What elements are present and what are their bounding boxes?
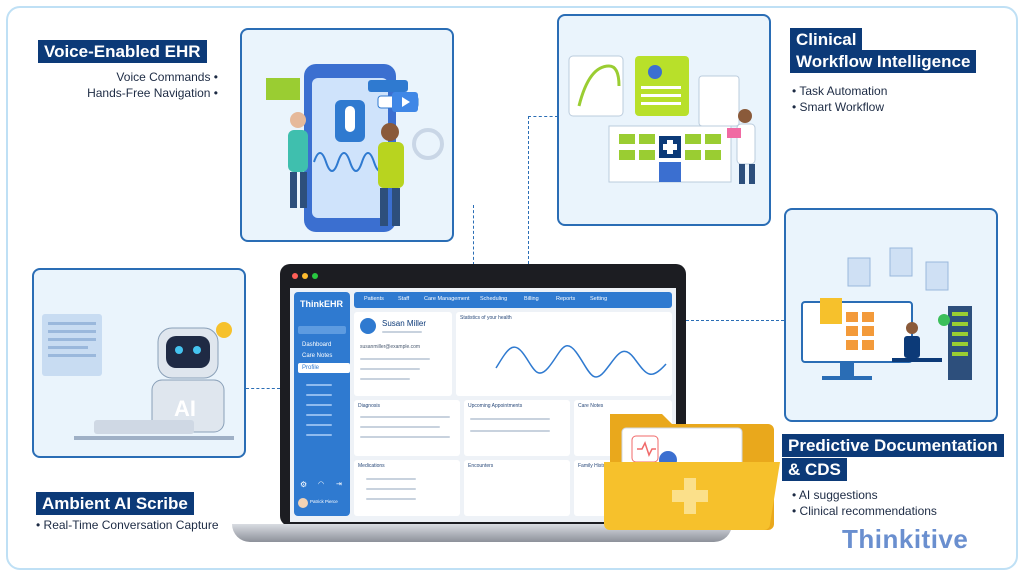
patient-profile-panel: Susan Miller susanmiller@example.com: [354, 312, 452, 396]
appointments-line-1: [470, 418, 550, 420]
window-maximize-dot: [312, 273, 318, 279]
diagnosis-panel: Diagnosis: [354, 400, 460, 456]
clinical-illustration: [568, 55, 756, 184]
voice-item-1: Voice Commands •: [116, 70, 218, 84]
wifi-icon: ◠: [318, 481, 325, 488]
clinical-item-2: • Smart Workflow: [792, 100, 884, 114]
patient-detail-2: [360, 368, 420, 370]
medications-line-3: [366, 498, 416, 500]
voice-ehr-card: [240, 28, 454, 242]
settings-icon[interactable]: ⚙: [300, 480, 308, 489]
predictive-item-2: • Clinical recommendations: [792, 504, 937, 518]
ehr-logo: ThinkEHR: [300, 299, 344, 309]
user-name: Patrick Pierce: [310, 499, 338, 504]
health-statistics-title: Statistics of your health: [460, 315, 512, 321]
nav-tab-staff[interactable]: Staff: [398, 296, 410, 302]
ehr-top-nav: Patients Staff Care Management Schedulin…: [354, 292, 672, 308]
diagnosis-line-2: [360, 426, 440, 428]
diagnosis-line-1: [360, 416, 450, 418]
voice-ehr-title: Voice-Enabled EHR: [38, 40, 207, 63]
encounters-panel: Encounters: [464, 460, 570, 516]
nav-tab-scheduling[interactable]: Scheduling: [480, 296, 508, 302]
thinkitive-logo: Thinkitive: [842, 524, 969, 554]
health-statistics-sparkline: [495, 345, 667, 378]
sidebar-placeholder-3: [306, 404, 332, 406]
ehr-sidebar: ThinkEHR Dashboard Care Notes Profile ⚙ …: [294, 292, 350, 516]
avatar: [298, 498, 308, 508]
diagnosis-line-3: [360, 436, 450, 438]
scribe-illustration: AI: [42, 314, 234, 440]
sidebar-placeholder-1: [306, 384, 332, 386]
family-history-title: Family History: [578, 463, 610, 469]
patient-name: Susan Miller: [382, 319, 427, 328]
nav-tab-billing[interactable]: Billing: [524, 296, 539, 302]
patient-avatar: [360, 318, 376, 334]
sidebar-placeholder-4: [306, 414, 332, 416]
diagnosis-title: Diagnosis: [358, 403, 380, 409]
ambient-ai-scribe-card: AI: [32, 268, 246, 458]
connector-clinical-v: [528, 116, 529, 264]
medications-line-1: [366, 478, 416, 480]
medications-panel: Medications: [354, 460, 460, 516]
nav-tab-setting[interactable]: Setting: [590, 296, 608, 302]
sidebar-placeholder-2: [306, 394, 332, 396]
patient-email: susanmiller@example.com: [360, 344, 421, 350]
predictive-title-line2: & CDS: [782, 458, 847, 481]
appointments-title: Upcoming Appointments: [468, 403, 523, 409]
sidebar-item-dashboard[interactable]: Dashboard: [302, 342, 332, 348]
nav-tab-reports[interactable]: Reports: [556, 296, 576, 302]
clinical-title-line1: Clinical: [790, 28, 863, 51]
predictive-illustration: [801, 247, 972, 380]
patient-detail-3: [360, 378, 410, 380]
encounters-title: Encounters: [468, 463, 494, 469]
predictive-item-1: • AI suggestions: [792, 488, 878, 502]
voice-illustration: [266, 64, 444, 232]
health-statistics-panel: Statistics of your health: [456, 312, 672, 396]
sidebar-placeholder-6: [306, 434, 332, 436]
care-notes-title: Care Notes: [578, 403, 604, 409]
ehr-search-input[interactable]: [298, 326, 346, 334]
predictive-title-line1: Predictive Documentation: [782, 434, 1004, 457]
connector-predictive: [686, 320, 784, 321]
scribe-item-1: • Real-Time Conversation Capture: [36, 518, 219, 532]
clinical-workflow-card: [557, 14, 771, 226]
predictive-documentation-card: [784, 208, 998, 422]
medications-line-2: [366, 488, 416, 490]
robot-ai-label: AI: [174, 396, 196, 421]
appointments-line-2: [470, 430, 550, 432]
sidebar-item-care-notes[interactable]: Care Notes: [302, 353, 333, 359]
medications-title: Medications: [358, 463, 385, 469]
window-close-dot: [292, 273, 298, 279]
connector-clinical: [528, 116, 558, 117]
connector-scribe: [246, 388, 280, 389]
patient-subline: [382, 331, 422, 333]
voice-item-2: Hands-Free Navigation •: [87, 86, 218, 100]
medical-folder-illustration: [604, 414, 780, 530]
logout-icon[interactable]: ⇥: [336, 481, 342, 488]
clinical-item-1: • Task Automation: [792, 84, 888, 98]
appointments-panel: Upcoming Appointments: [464, 400, 570, 456]
nav-tab-patients[interactable]: Patients: [364, 296, 384, 302]
window-minimize-dot: [302, 273, 308, 279]
nav-tab-care-management[interactable]: Care Management: [424, 296, 470, 302]
clinical-title-line2: Workflow Intelligence: [790, 50, 977, 73]
connector-voice: [473, 205, 474, 265]
sidebar-item-profile[interactable]: Profile: [298, 363, 350, 373]
patient-detail-1: [360, 358, 430, 360]
ambient-ai-scribe-title: Ambient AI Scribe: [36, 492, 194, 515]
sidebar-placeholder-5: [306, 424, 332, 426]
